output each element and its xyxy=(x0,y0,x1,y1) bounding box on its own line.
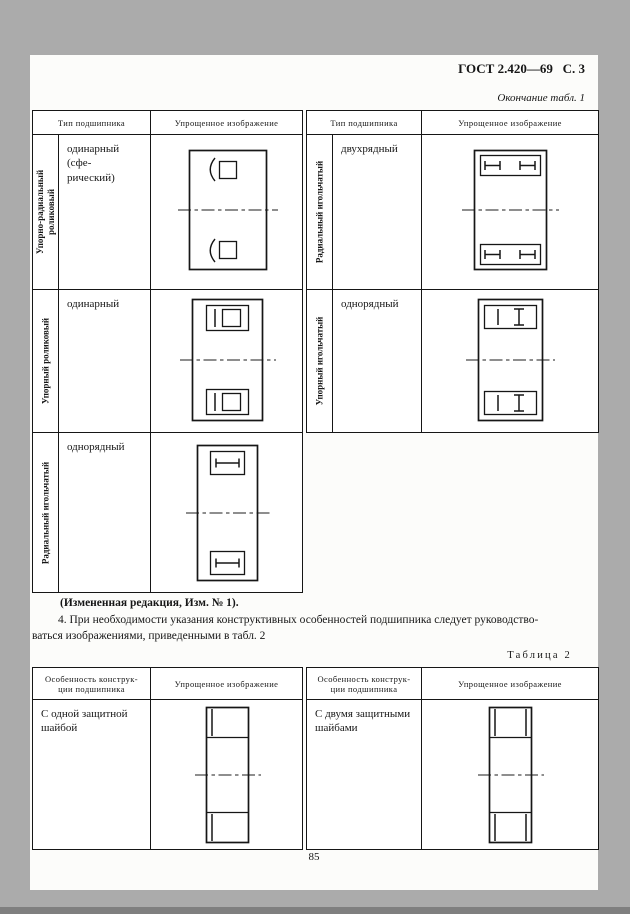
radial-needle-single-row-drawing-icon xyxy=(185,444,270,581)
thrust-roller-single-drawing-icon xyxy=(179,298,276,422)
feature-label: С одной защитной шайбой xyxy=(32,699,151,850)
revision-note: (Измененная редакция, Изм. № 1). xyxy=(60,597,239,609)
drawing-cell xyxy=(421,289,600,433)
bearing-group-label: Радиальный игольчатый xyxy=(39,461,50,564)
table-row: С одной защитной шайбой xyxy=(32,699,303,850)
table-1: Тип подшипника Упрощенное изображение Уп… xyxy=(31,110,600,593)
column-header-bearing-type: Тип подшипника xyxy=(306,110,423,135)
bearing-group-label: Упорный роликовый xyxy=(39,317,50,405)
bearing-group-cell: Радиальный игольчатый xyxy=(306,134,334,290)
column-header-bearing-type: Тип подшипника xyxy=(31,110,152,135)
column-header-simplified-image: Упрощенное изображение xyxy=(150,667,303,700)
drawing-cell xyxy=(421,699,599,850)
thrust-radial-spherical-roller-single-drawing-icon xyxy=(177,149,278,271)
table2-caption: Таблица 2 xyxy=(507,650,572,661)
column-header-simplified-image: Упрощенное изображение xyxy=(421,110,600,135)
table-2-left-half: Особенность конструк- ции подшипника Упр… xyxy=(32,667,303,850)
table-1-right-half: Тип подшипника Упрощенное изображение Ра… xyxy=(306,110,600,433)
table-row: Упорный роликовый одинарный xyxy=(32,289,304,433)
table-2: Особенность конструк- ции подшипника Упр… xyxy=(32,667,599,850)
one-shield-washer-drawing-icon xyxy=(195,706,261,843)
table-2-right-half: Особенность конструк- ции подшипника Упр… xyxy=(306,667,599,850)
column-header-simplified-image: Упрощенное изображение xyxy=(150,110,304,135)
drawing-cell xyxy=(150,432,304,593)
table-row: С двумя защитными шайбами xyxy=(306,699,599,850)
radial-needle-double-row-drawing-icon xyxy=(462,149,560,271)
bearing-type-label: одинарный xyxy=(57,289,152,433)
bearing-group-label: Упорный игольчатый xyxy=(313,316,324,406)
bearing-group-cell: Радиальный игольчатый xyxy=(32,432,59,593)
table1-caption: Окончание табл. 1 xyxy=(497,92,585,104)
paragraph-4: 4. При необходимости указания конструкти… xyxy=(32,613,598,644)
thrust-needle-single-row-drawing-icon xyxy=(466,298,556,422)
bearing-type-label: однорядный xyxy=(332,289,423,433)
two-shield-washers-drawing-icon xyxy=(478,706,544,843)
bearing-group-label: Радиальный игольчатый xyxy=(313,160,324,264)
column-header-design-feature: Особенность конструк- ции подшипника xyxy=(32,667,151,700)
bearing-group-cell: Упорный игольчатый xyxy=(306,289,334,433)
document-page: ГОСТ 2.420—69 С. 3 Окончание табл. 1 Тип… xyxy=(30,55,600,890)
column-header-simplified-image: Упрощенное изображение xyxy=(421,667,599,700)
table-row: Радиальный игольчатый двухрядный xyxy=(306,134,600,290)
paragraph-line: ваться изображениями, приведенными в таб… xyxy=(32,629,266,642)
drawing-cell xyxy=(150,699,303,850)
feature-label: С двумя защитными шайбами xyxy=(306,699,422,850)
bearing-type-label: однорядный xyxy=(57,432,152,593)
table-row: Упорный игольчатый однорядный xyxy=(306,289,600,433)
drawing-cell xyxy=(150,289,304,433)
table-row: Упорно-радиальный роликовый одинарный (с… xyxy=(32,134,304,290)
table-row: Радиальный игольчатый однорядный xyxy=(32,432,304,593)
bearing-type-label: двухрядный xyxy=(332,134,423,290)
bearing-group-cell: Упорно-радиальный роликовый xyxy=(32,134,59,290)
drawing-cell xyxy=(150,134,304,290)
bearing-group-cell: Упорный роликовый xyxy=(32,289,59,433)
table-1-left-half: Тип подшипника Упрощенное изображение Уп… xyxy=(31,110,304,593)
bearing-group-label: Упорно-радиальный роликовый xyxy=(34,169,56,255)
drawing-cell xyxy=(421,134,600,290)
paragraph-line: 4. При необходимости указания конструкти… xyxy=(58,614,539,626)
gost-header: ГОСТ 2.420—69 С. 3 xyxy=(458,61,585,76)
page-number: 85 xyxy=(308,851,320,863)
bearing-type-label: одинарный (сфе- рический) xyxy=(57,134,152,290)
column-header-design-feature: Особенность конструк- ции подшипника xyxy=(306,667,422,700)
